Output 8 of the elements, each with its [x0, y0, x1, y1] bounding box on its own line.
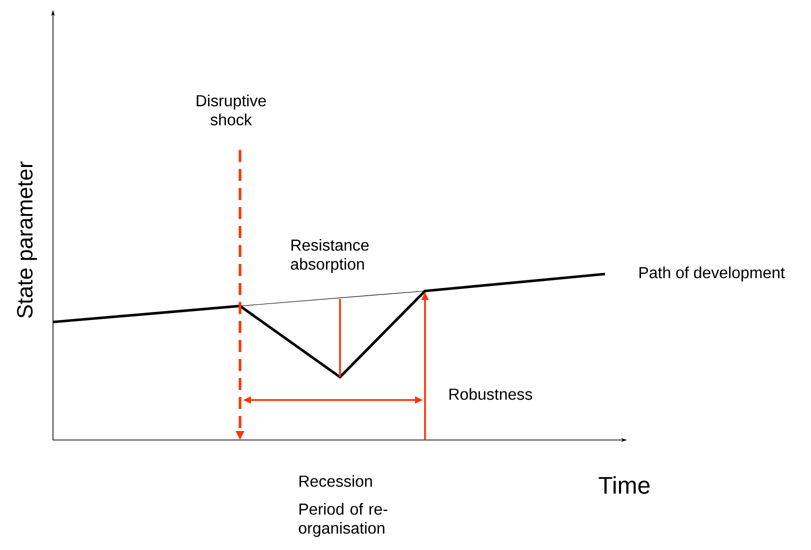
label: Period of re-organisation	[298, 503, 388, 537]
axis-label: Time	[598, 476, 650, 494]
label: Recession	[300, 475, 372, 487]
label: Disruptive shock	[196, 94, 266, 126]
label: Robustness	[450, 388, 532, 400]
axis-label: State parameter	[17, 162, 37, 318]
label: Resistance absorption	[290, 239, 369, 273]
label: Path of development	[640, 266, 785, 282]
